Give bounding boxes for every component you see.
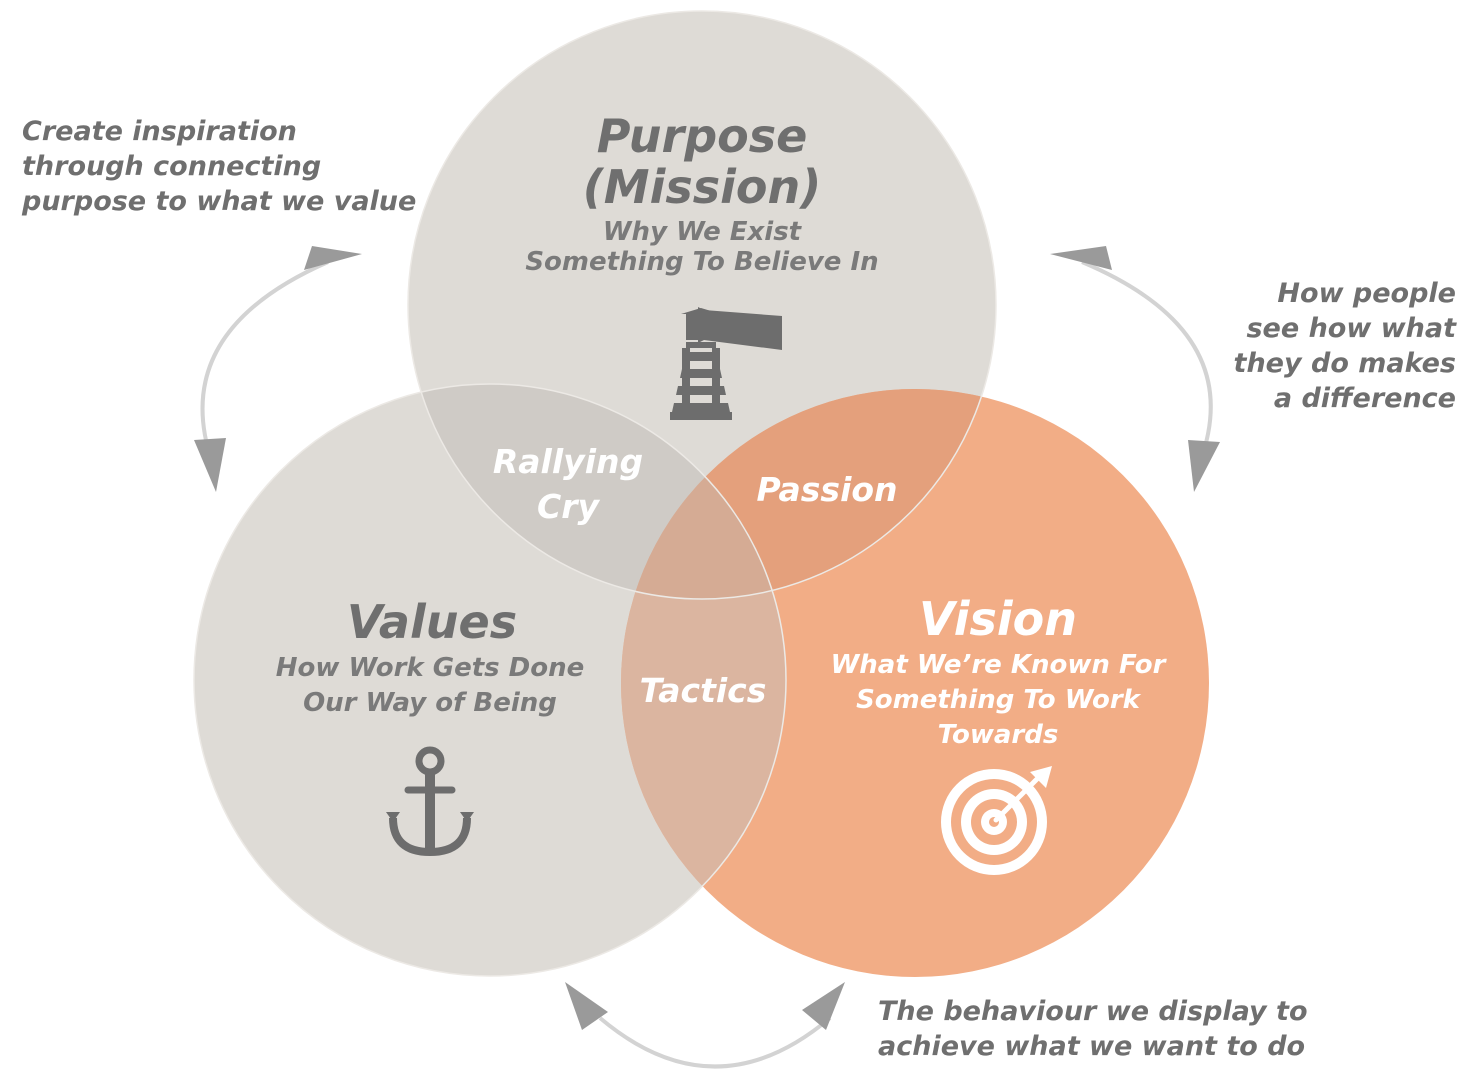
purpose-title: Purpose	[597, 109, 808, 163]
arrow-head-icon	[1188, 440, 1220, 492]
purpose-title-mission: (Mission)	[583, 160, 821, 214]
vision-title: Vision	[919, 592, 1077, 646]
vision-subtitle-line2: Something To Work	[856, 685, 1142, 715]
arrow-head-icon	[1050, 246, 1112, 270]
arrow-bottom	[565, 982, 845, 1069]
values-title: Values	[347, 595, 517, 649]
passion-overlap	[621, 389, 996, 599]
purpose-subtitle-line1: Why We Exist	[603, 217, 803, 247]
left-note-line1: Create inspiration	[22, 116, 297, 147]
bottom-note-line2: achieve what we want to do	[878, 1031, 1305, 1062]
tactics-label: Tactics	[640, 671, 767, 710]
right-note-line2: see how what	[1246, 313, 1457, 344]
rallying-cry-label-line2: Cry	[537, 487, 600, 526]
bottom-note-line1: The behaviour we display to	[878, 996, 1308, 1027]
arrow-head-icon	[304, 246, 362, 270]
left-note-line3: purpose to what we value	[21, 186, 416, 217]
purpose-outline	[407, 10, 997, 600]
target-icon	[941, 766, 1052, 875]
purpose-subtitle-line2: Something To Believe In	[525, 247, 878, 277]
anchor-icon	[386, 746, 474, 857]
right-note-line1: How people	[1277, 278, 1456, 309]
arrow-right	[1050, 246, 1220, 492]
arrow-left	[194, 246, 362, 492]
passion-label: Passion	[756, 470, 897, 509]
vision-subtitle-line3: Towards	[938, 720, 1059, 750]
vision-subtitle-line1: What We’re Known For	[831, 650, 1168, 680]
values-subtitle-line1: How Work Gets Done	[276, 653, 585, 683]
right-note-line3: they do makes	[1234, 348, 1456, 379]
lighthouse-icon	[670, 307, 782, 420]
arrow-head-icon	[194, 438, 226, 492]
arrow-head-icon	[565, 982, 608, 1030]
arrow-head-icon	[802, 982, 845, 1030]
left-note-line2: through connecting	[22, 151, 321, 182]
right-note-line4: a difference	[1274, 383, 1456, 414]
rallying-cry-overlap	[408, 384, 786, 599]
values-subtitle-line2: Our Way of Being	[303, 688, 557, 718]
rallying-cry-label-line1: Rallying	[493, 442, 643, 481]
values-outline	[193, 383, 787, 977]
